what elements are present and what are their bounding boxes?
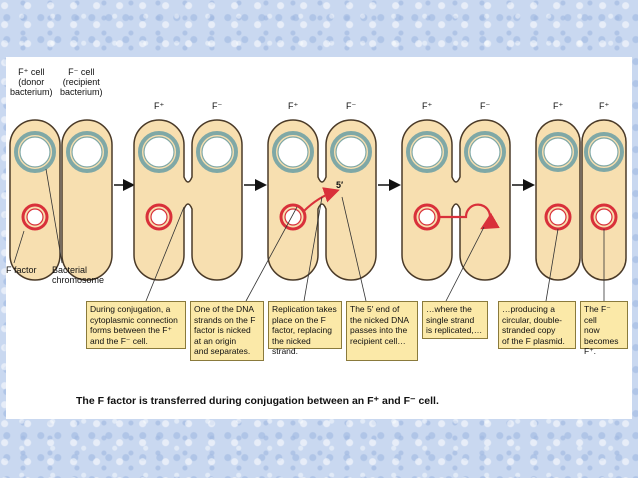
stage-4-fminus-label: F⁻ [480, 101, 491, 111]
recipient-cell-label: F⁻ cell (recipient bacterium) [60, 67, 103, 97]
caption-box-6: …producing a circular, double- stranded … [498, 301, 576, 349]
nicked-strand [303, 187, 340, 212]
stage-5-fplus-label-2: F⁺ [599, 101, 610, 111]
caption-box-1: During conjugation, a cytoplasmic connec… [86, 301, 186, 349]
stage-2 [133, 119, 243, 281]
f-factor-plasmid [21, 203, 49, 231]
stage-2-fplus-label: F⁺ [154, 101, 165, 111]
stage-5-fplus-label: F⁺ [553, 101, 564, 111]
leader-lines [13, 168, 605, 302]
caption-box-2: One of the DNA strands on the F factor i… [190, 301, 264, 361]
bacterial-chromosome-label: Bacterial chromosome [52, 265, 105, 285]
stage-2-fminus-label: F⁻ [212, 101, 223, 111]
stage-4 [401, 119, 511, 281]
f-factor-label: F factor [6, 265, 37, 275]
caption-box-4: The 5′ end of the nicked DNA passes into… [346, 301, 418, 361]
stage-1 [9, 119, 113, 281]
transferred-strand [439, 203, 500, 230]
caption-box-7: The F⁻ cell now becomes F⁺. [580, 301, 628, 356]
chromosome [66, 131, 108, 173]
figure-caption: The F factor is transferred during conju… [76, 395, 439, 407]
stage-3-fplus-label: F⁺ [288, 101, 299, 111]
figure-panel: F⁺ cell (donor bacterium) F⁻ cell (recip… [6, 57, 632, 419]
five-prime-label: 5′ [336, 180, 344, 190]
stage-3 [267, 119, 377, 281]
stage-4-fplus-label: F⁺ [422, 101, 433, 111]
conjugation-diagram [9, 119, 627, 302]
stage-5 [535, 119, 627, 281]
stage-3-fminus-label: F⁻ [346, 101, 357, 111]
donor-cell-label: F⁺ cell (donor bacterium) [10, 67, 53, 97]
chromosome [14, 131, 56, 173]
caption-box-5: …where the single strand is replicated,… [422, 301, 488, 339]
caption-box-3: Replication takes place on the F factor,… [268, 301, 342, 356]
